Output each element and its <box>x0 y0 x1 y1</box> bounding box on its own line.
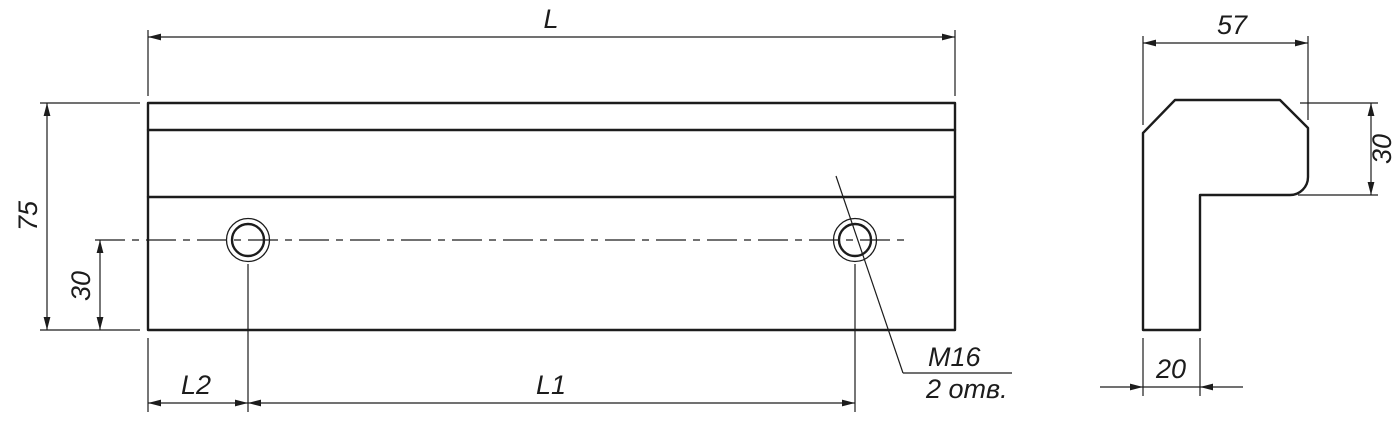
dim-label-overall-length: L <box>543 4 558 34</box>
side-view-outline <box>1141 98 1310 332</box>
callout-hole-count-label: 2 отв. <box>925 374 1008 404</box>
leader-line <box>835 175 904 374</box>
callout-thread-label: M16 <box>928 342 982 372</box>
dim-label-flange-thickness: 30 <box>1367 134 1395 164</box>
dim-label-side-width: 57 <box>1217 10 1248 40</box>
dim-side-flange-thickness: 30 <box>1298 102 1395 196</box>
dim-side-leg-thickness: 20 <box>1100 338 1243 396</box>
dim-label-edge-to-hole: L2 <box>181 370 211 400</box>
dim-overall-length: L <box>147 4 956 96</box>
dim-label-leg-thickness: 20 <box>1155 354 1186 384</box>
dim-label-hole-offset: 30 <box>66 271 96 301</box>
dim-side-overall-width: 57 <box>1142 10 1309 125</box>
hole-thread-callout: M16 2 отв. <box>835 175 1012 404</box>
dim-bottom-chain: L2 L1 <box>147 264 856 412</box>
front-view-outline <box>146 101 957 332</box>
dim-overall-height: 75 <box>13 102 140 331</box>
side-view <box>1141 98 1310 332</box>
front-view <box>146 101 957 332</box>
dim-label-hole-spacing: L1 <box>536 370 566 400</box>
dim-label-overall-height: 75 <box>13 200 43 231</box>
dim-hole-offset-height: 30 <box>66 240 104 330</box>
